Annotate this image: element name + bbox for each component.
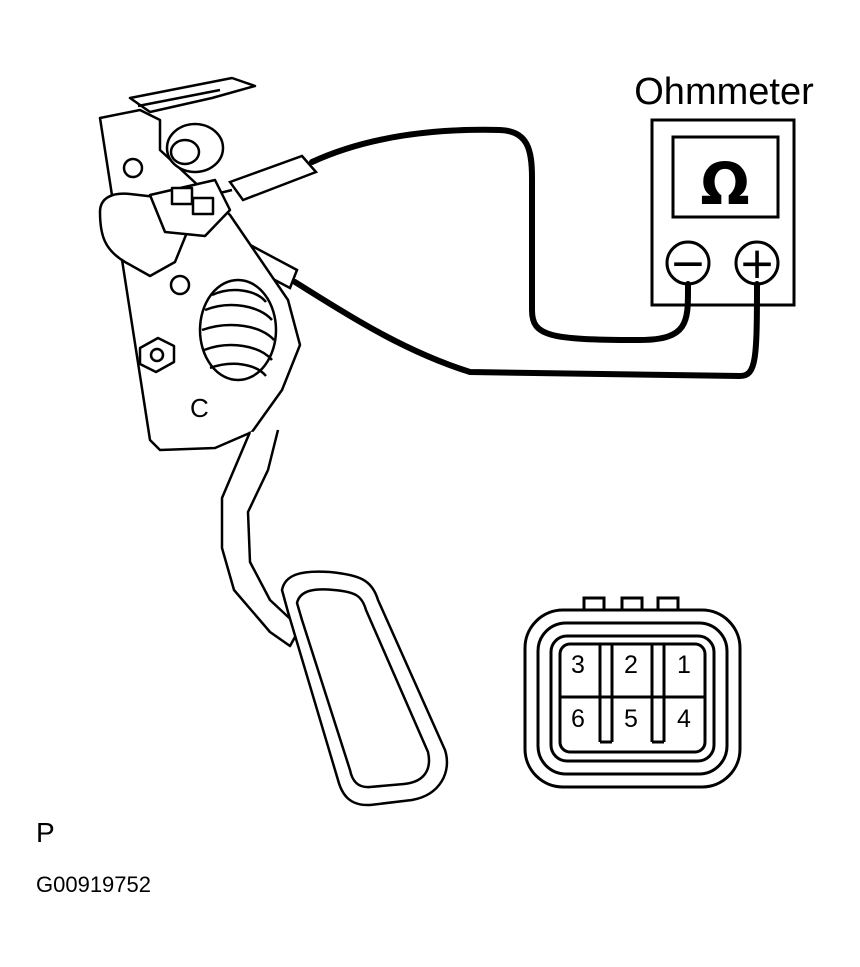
positive-symbol: + [739,238,776,289]
pin-4: 4 [677,705,691,733]
meter-title: Ohmmeter [634,71,814,113]
positive-lead-wire [292,279,760,380]
pin-2: 2 [624,651,638,679]
ohmmeter-icon: Ω − + [650,118,796,307]
pedal-position-sensor-icon [98,178,232,278]
pin-1: 1 [677,651,691,679]
figure-code: G00919752 [36,872,151,897]
pin-6: 6 [571,705,585,733]
pin-5: 5 [624,705,638,733]
negative-lead-wire [309,126,692,344]
ohm-symbol: Ω [700,150,749,218]
corner-label: P [36,817,55,848]
pin-3: 3 [571,651,585,679]
six-pin-connector-icon [523,596,742,789]
part-label-c: C [190,393,209,423]
negative-symbol: − [670,238,707,289]
